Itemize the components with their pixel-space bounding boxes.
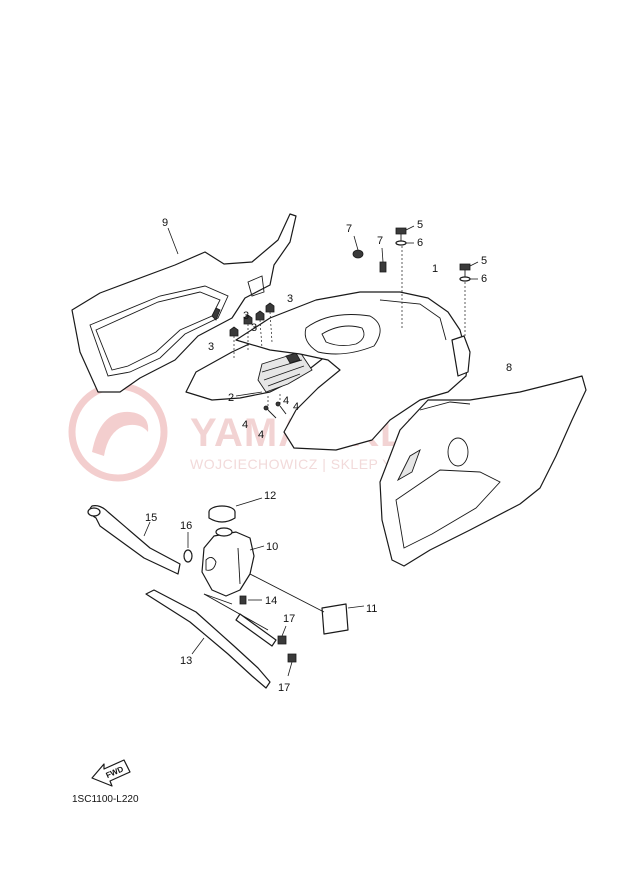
callout-2: 2 [228,392,234,404]
hose-fitting [203,593,269,631]
callouts: 1 2 3 3 3 3 4 4 4 4 5 5 6 6 7 7 8 9 10 1… [145,217,512,694]
callout-17: 17 [278,682,290,694]
callout-7: 7 [377,235,383,247]
callout-4: 4 [283,395,289,407]
callout-8: 8 [506,362,512,374]
fwd-arrow-icon [91,759,131,787]
callout-17: 17 [283,613,295,625]
callout-12: 12 [264,490,276,502]
watermark-logo-mark [92,411,149,456]
watermark-logo-icon [68,382,168,482]
side-cover-left [71,213,297,393]
callout-3: 3 [287,293,293,305]
callout-14: 14 [265,595,277,607]
callout-4: 4 [258,429,264,441]
reservoir-tank [201,527,265,597]
forward-direction-arrow: FWD [91,759,131,787]
callout-9: 9 [162,217,168,229]
callout-3: 3 [251,322,257,334]
hose-clamp [183,532,193,563]
callout-3: 3 [243,310,249,322]
stay-bracket [145,589,277,689]
callout-1: 1 [432,263,438,275]
bolt-group [277,625,297,677]
callout-4: 4 [293,401,299,413]
callout-7: 7 [346,223,352,235]
callout-13: 13 [180,655,192,667]
front-fender-main [235,246,471,451]
callout-5: 5 [417,219,423,231]
callout-6: 6 [481,273,487,285]
callout-3: 3 [208,341,214,353]
callout-16: 16 [180,520,192,532]
clip-group [229,302,275,360]
breather-hose [87,505,181,575]
callout-4: 4 [242,419,248,431]
drawing-code: 1SC1100-L220 [72,794,139,805]
callout-10: 10 [266,541,278,553]
fastener-hardware [352,225,479,336]
callout-6: 6 [417,237,423,249]
reservoir-cap [208,497,263,523]
decal [249,573,365,635]
side-cover-right [379,375,587,567]
callout-15: 15 [145,512,157,524]
callout-5: 5 [481,255,487,267]
screw-group [263,392,287,419]
callout-11: 11 [366,603,377,615]
watermark-subtitle: WOJCIECHOWICZ | SKLEP YAMAHA [190,456,444,472]
